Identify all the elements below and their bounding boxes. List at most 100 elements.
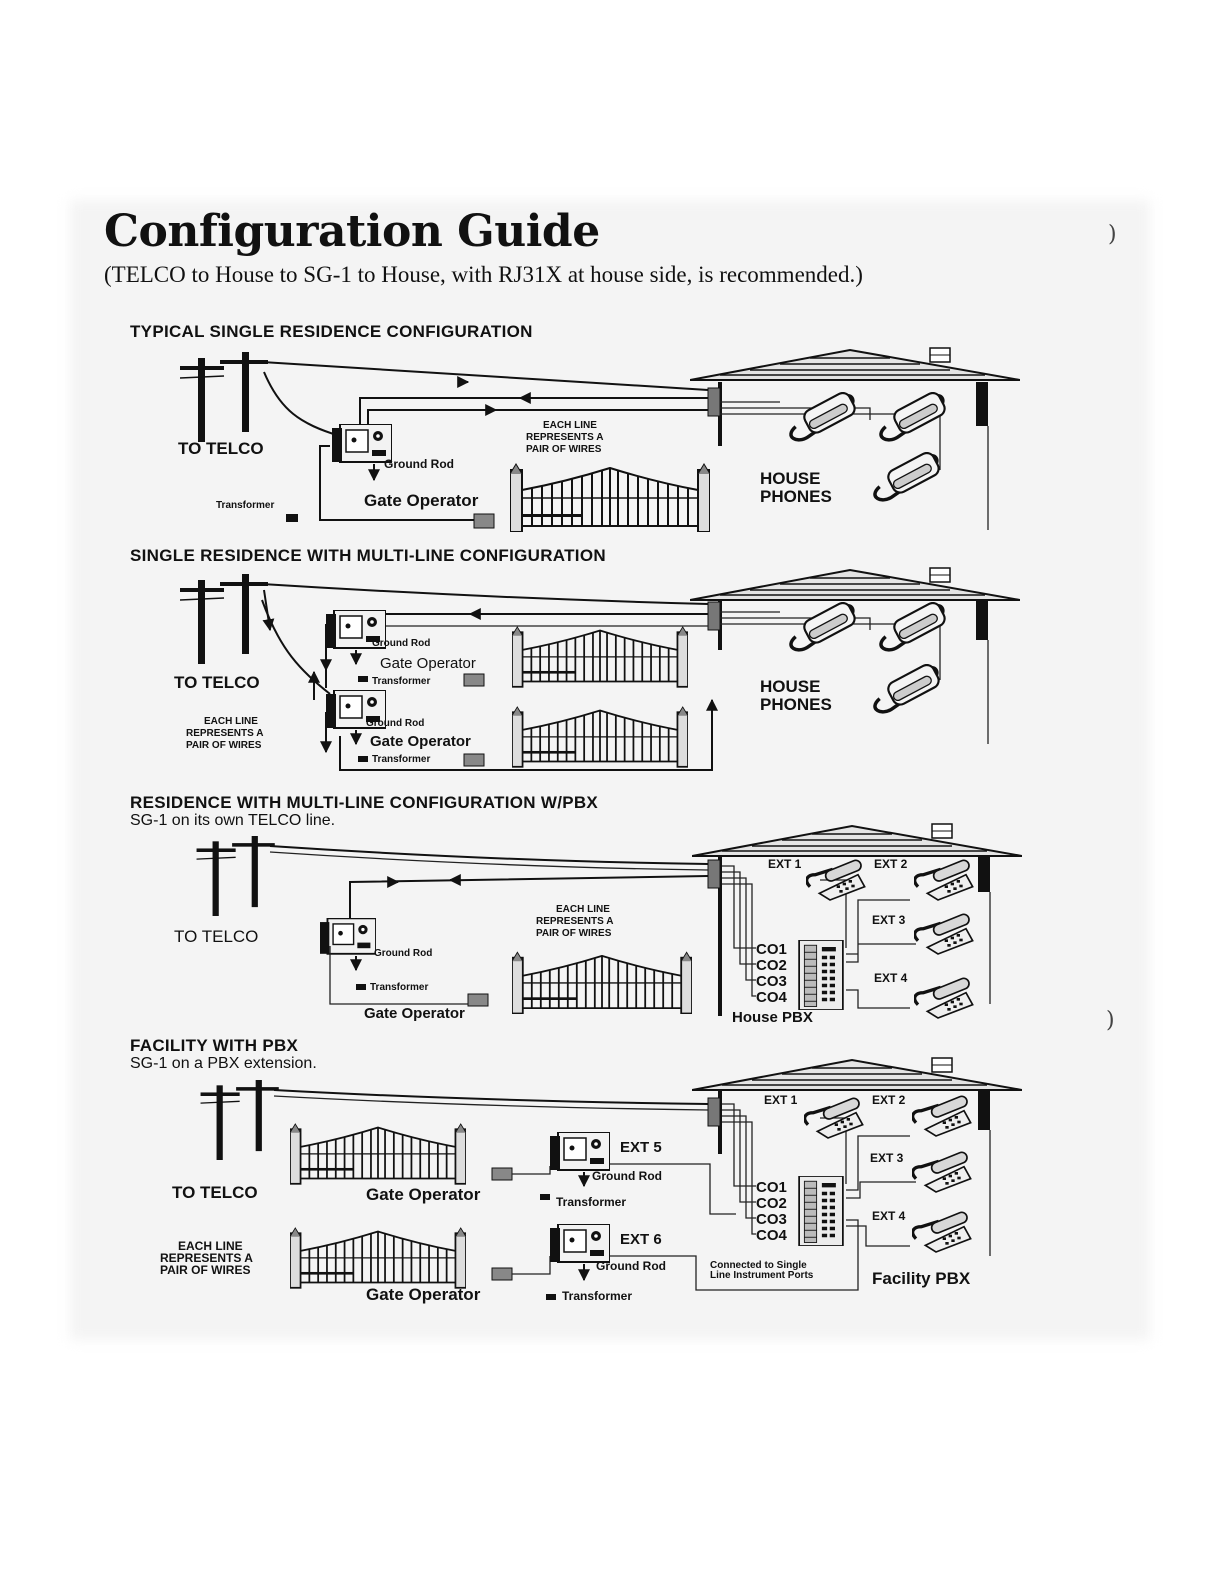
co3-label: CO3 (756, 973, 787, 990)
desk-phone-icon (915, 913, 973, 954)
ground-rod-label: Ground Rod (596, 1259, 666, 1273)
gate-operator-label: Gate Operator (364, 1005, 465, 1022)
to-telco-label: TO TELCO (174, 927, 258, 946)
typical-single-residence-diagram: Ground Rod Transformer Gate Operator TO … (178, 348, 1020, 532)
gate-operator-label: Gate Operator (380, 655, 476, 672)
ext1-label: EXT 1 (768, 857, 802, 871)
co4-label: CO4 (756, 1227, 788, 1244)
co3-label: CO3 (756, 1211, 787, 1228)
each-line-label: EACH LINE (543, 420, 597, 431)
desk-phone-icon (913, 1211, 971, 1252)
desk-phone-icon (805, 1097, 863, 1138)
sg1-unit-icon (320, 918, 376, 953)
house-phones-label: PHONES (760, 487, 832, 506)
co4-label: CO4 (756, 989, 788, 1006)
each-line-label: REPRESENTS A (536, 916, 613, 927)
gate-icon (510, 464, 710, 532)
co2-label: CO2 (756, 1195, 787, 1212)
to-telco-label: TO TELCO (174, 673, 260, 692)
telephone-pole-icon (201, 1080, 279, 1160)
telephone-pole-icon (197, 836, 275, 916)
sg1-unit-icon (550, 1224, 610, 1262)
ground-rod-label: Ground Rod (366, 718, 424, 729)
facility-pbx-label: Facility PBX (872, 1269, 971, 1288)
house-roof-icon (690, 568, 1020, 600)
desk-phone-icon (913, 1151, 971, 1192)
house-roof-icon (690, 348, 1020, 380)
house-phone-icon (881, 390, 947, 440)
multi-line-residence-diagram: Ground Rod Gate Operator Transformer Gro… (174, 568, 1020, 770)
sg1-unit-icon (332, 424, 392, 462)
co1-label: CO1 (756, 941, 787, 958)
house-wall (976, 382, 988, 426)
ext3-label: EXT 3 (872, 913, 906, 927)
house-phones-label: HOUSE (760, 469, 820, 488)
each-line-label: PAIR OF WIRES (526, 444, 602, 455)
desk-phone-icon (915, 859, 973, 900)
to-telco-label: TO TELCO (172, 1183, 258, 1202)
facility-pbx-diagram: Gate Operator EXT 5 Ground Rod Transform… (160, 1058, 1022, 1304)
sg1-unit-icon (550, 1132, 610, 1170)
gate-operator-box (468, 994, 488, 1006)
ext4-label: EXT 4 (874, 971, 908, 985)
gate-icon (512, 627, 688, 687)
connected-ports-label: Line Instrument Ports (710, 1270, 814, 1281)
co1-label: CO1 (756, 1179, 787, 1196)
ground-rod-label: Ground Rod (374, 948, 432, 959)
transformer-icon (286, 514, 298, 522)
ext2-label: EXT 2 (872, 1093, 906, 1107)
gate-icon (290, 1124, 466, 1184)
house-phone-icon (791, 390, 857, 440)
desk-phone-icon (915, 977, 973, 1018)
house-pbx-label: House PBX (732, 1009, 813, 1026)
gate-operator-box (464, 674, 484, 686)
house-phones-label: PHONES (760, 695, 832, 714)
gate-operator-label: Gate Operator (364, 491, 479, 510)
gate-operator-box (464, 754, 484, 766)
desk-phone-icon (913, 1095, 971, 1136)
house-phone-icon (875, 662, 941, 712)
house-wall (978, 856, 990, 892)
transformer-icon (358, 676, 368, 682)
transformer-icon (540, 1194, 550, 1200)
each-line-label: EACH LINE (204, 716, 258, 727)
transformer-label: Transformer (562, 1289, 632, 1303)
ground-rod-label: Ground Rod (372, 638, 430, 649)
gate-operator-box (492, 1168, 512, 1180)
gate-icon (512, 952, 692, 1013)
transformer-icon (546, 1294, 556, 1300)
telephone-pole-icon (180, 352, 268, 442)
transformer-label: Transformer (370, 982, 428, 993)
transformer-icon (358, 756, 368, 762)
co2-label: CO2 (756, 957, 787, 974)
gate-icon (290, 1228, 466, 1288)
house-wall (978, 1090, 990, 1130)
gate-icon (512, 707, 688, 767)
house-roof-icon (692, 824, 1022, 856)
desk-phone-icon (807, 859, 865, 900)
ext4-label: EXT 4 (872, 1209, 906, 1223)
each-line-label: PAIR OF WIRES (186, 740, 262, 751)
ground-rod-label: Ground Rod (592, 1169, 662, 1183)
each-line-label: PAIR OF WIRES (536, 928, 612, 939)
house-phone-icon (875, 450, 941, 500)
house-roof-icon (692, 1058, 1022, 1090)
house-phones-label: HOUSE (760, 677, 820, 696)
to-telco-label: TO TELCO (178, 439, 264, 458)
ext2-label: EXT 2 (874, 857, 908, 871)
house-wall (976, 600, 988, 640)
telephone-pole-icon (180, 574, 268, 664)
transformer-label: Transformer (372, 676, 430, 687)
house-phone-icon (881, 600, 947, 650)
rj31x-jack (708, 388, 720, 416)
gate-operator-box (492, 1268, 512, 1280)
each-line-label: REPRESENTS A (526, 432, 603, 443)
gate-operator-label: Gate Operator (366, 1285, 481, 1304)
ext3-label: EXT 3 (870, 1151, 904, 1165)
rj31x-jack (708, 602, 720, 630)
each-line-label: PAIR OF WIRES (160, 1263, 250, 1277)
facility-pbx-icon (799, 1176, 843, 1246)
house-phone-icon (791, 600, 857, 650)
ext6-label: EXT 6 (620, 1231, 662, 1248)
